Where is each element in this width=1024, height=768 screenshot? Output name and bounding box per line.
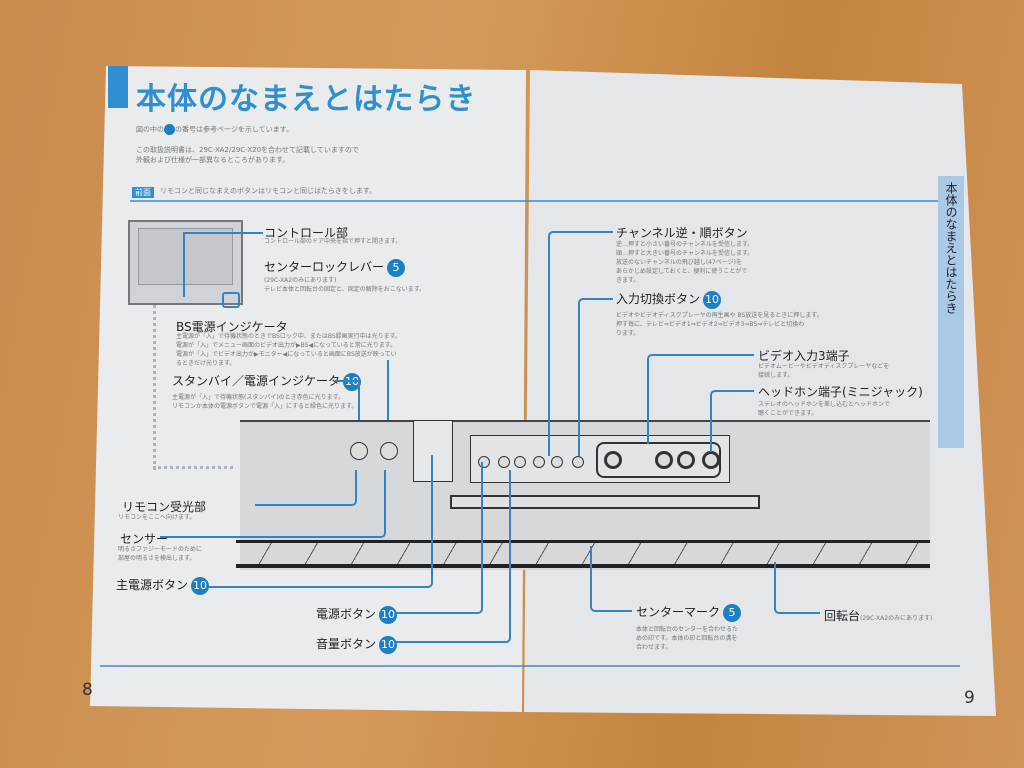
- tv-front-icon: [128, 220, 243, 305]
- desc: あらかじめ設定しておくと、便利に使うことがで: [616, 268, 748, 275]
- desc: 逆…押すと小さい番号のチャンネルを受信します。: [616, 241, 754, 248]
- volume-down-button: [498, 456, 510, 468]
- page-number-right: 9: [964, 688, 975, 708]
- page-number-left: 8: [82, 680, 93, 700]
- desc: 合わせます。: [636, 644, 672, 651]
- label-bs-power-indicator: BS電源インジケータ: [176, 320, 288, 334]
- section-text: リモコンと同じなまえのボタンはリモコンと同じはたらきをします。: [160, 187, 377, 195]
- label-remote-receiver: リモコン受光部: [122, 500, 207, 514]
- label-video-input-3: ビデオ入力3端子: [758, 349, 850, 363]
- page-ref-badge: 10: [379, 605, 398, 624]
- leader-line: [590, 546, 632, 612]
- page-title: 本体のなまえとはたらき: [136, 82, 477, 117]
- page-ref-badge: 5: [387, 258, 406, 277]
- desc: リモコンをここへ向けます。: [118, 514, 196, 521]
- desc: ビデオやビデオディスクプレーヤの再生画や BS放送を見るときに押します。: [616, 312, 823, 319]
- label-sensor: センサー: [120, 532, 169, 546]
- side-tab-text: 本体のなまえとはたらき: [944, 182, 958, 314]
- leader-line: [335, 380, 360, 420]
- leader-line: [183, 232, 263, 297]
- desc: 主電源が「入」で待機状態のときでBSロック中、またはBS録画実行中は光ります。: [176, 333, 402, 340]
- input-select-button: [572, 456, 584, 468]
- intro-line-1: 図の中のの番号は参考ページを示しています。: [136, 124, 293, 135]
- page-ref-badge: 5: [723, 603, 742, 622]
- desc: きます。: [616, 277, 640, 284]
- desc: ステレオのヘッドホンを差し込むとヘッドホンで: [758, 401, 891, 408]
- desc: ります。: [616, 330, 640, 337]
- desc: めの印です。本体の印と回転台の溝を: [636, 635, 738, 642]
- desc: 聴くことができます。: [758, 410, 818, 417]
- desc: るときだけ光ります。: [176, 360, 236, 367]
- desc: 本体と回転台のセンターを合わせるた: [636, 626, 739, 633]
- leader-line: [774, 562, 820, 614]
- label-swivel-stand: 回転台(29C-XA2のみにあります): [824, 609, 933, 623]
- leader-line: [160, 470, 386, 538]
- desc: 電源が「入」でビデオ出力が▶モニター◀になっていると画面にBS放送が映ってい: [176, 351, 397, 358]
- dotted-guide: [153, 466, 233, 469]
- headphone-jack-icon: [702, 451, 720, 469]
- ref-circle-icon: [164, 124, 175, 135]
- leader-line: [255, 470, 357, 506]
- control-door: [450, 495, 760, 509]
- light-sensor-icon: [380, 442, 398, 460]
- desc: コントロール部のドア中央を指で押すと開きます。: [264, 238, 402, 245]
- label-headphone-jack: ヘッドホン端子(ミニジャック): [758, 385, 923, 399]
- label-control-section: コントロール部: [264, 226, 349, 240]
- desc: 放送のないチャンネルの飛び越し(47ページ)を: [616, 259, 743, 266]
- page-ref-badge: 10: [191, 576, 210, 595]
- leader-line: [387, 360, 389, 420]
- lock-lever-highlight: [222, 292, 240, 308]
- audio-jack-icon: [677, 451, 695, 469]
- leader-line: [578, 298, 613, 456]
- desc: 電源が「入」でメニュー画面のビデオ出力が▶BS◀になっていると常に光ります。: [176, 342, 397, 349]
- desc: リモコンか本体の電源ボタンで電源「入」にすると緑色に光ります。: [172, 403, 358, 410]
- desc: 部屋の明るさを検出します。: [118, 555, 196, 562]
- stand-diagram: [236, 540, 930, 568]
- intro-line-3: 外観および仕様が一部異なるところがあります。: [136, 156, 290, 164]
- video-input-3-group: [596, 442, 721, 478]
- dotted-guide: [153, 305, 156, 470]
- desc: 主電源が「入」で待機状態(スタンバイ)のとき赤色に光ります。: [172, 394, 345, 401]
- title-accent-bar: [108, 66, 128, 108]
- intro-line-2: この取扱説明書は、29C-XA2/29C-X20を合わせて記載していますので: [136, 146, 359, 154]
- section-tag: 前面: [132, 187, 154, 198]
- channel-up-button: [551, 456, 563, 468]
- video-jack-icon: [655, 451, 673, 469]
- main-power-panel: [413, 420, 453, 482]
- desc: 明るさファジーモードのために: [118, 546, 203, 553]
- side-tab: [938, 176, 964, 448]
- label-channel-buttons: チャンネル逆・順ボタン: [616, 226, 748, 240]
- page-ref-badge: 10: [703, 290, 722, 309]
- leader-line: [548, 231, 613, 456]
- page-ref-badge: 10: [379, 635, 398, 654]
- footer-rule: [100, 665, 960, 667]
- section-rule: [130, 200, 960, 202]
- desc: テレビ本体と回転台の固定と、固定の解除をおこないます。: [264, 286, 426, 293]
- desc: 順…押すと大きい番号のチャンネルを受信します。: [616, 250, 754, 257]
- desc: 押す毎に、テレビ⇒ビデオ1⇒ビデオ2⇒ビデオ3⇒BS⇒テレビと切換わ: [616, 321, 805, 328]
- volume-up-button: [514, 456, 526, 468]
- leader-line: [710, 390, 754, 452]
- leader-line: [395, 470, 511, 643]
- note: (29C-XA2のみにあります): [860, 615, 933, 622]
- leader-line: [647, 354, 754, 444]
- desc: ビデオムービーやビデオディスクプレーヤなどを: [758, 363, 890, 370]
- leader-line: [205, 455, 433, 588]
- desc: (29C-XA2のみにあります): [264, 277, 337, 284]
- desc: 接続します。: [758, 372, 794, 379]
- channel-down-button: [533, 456, 545, 468]
- leader-line: [395, 462, 483, 614]
- remote-sensor-icon: [350, 442, 368, 460]
